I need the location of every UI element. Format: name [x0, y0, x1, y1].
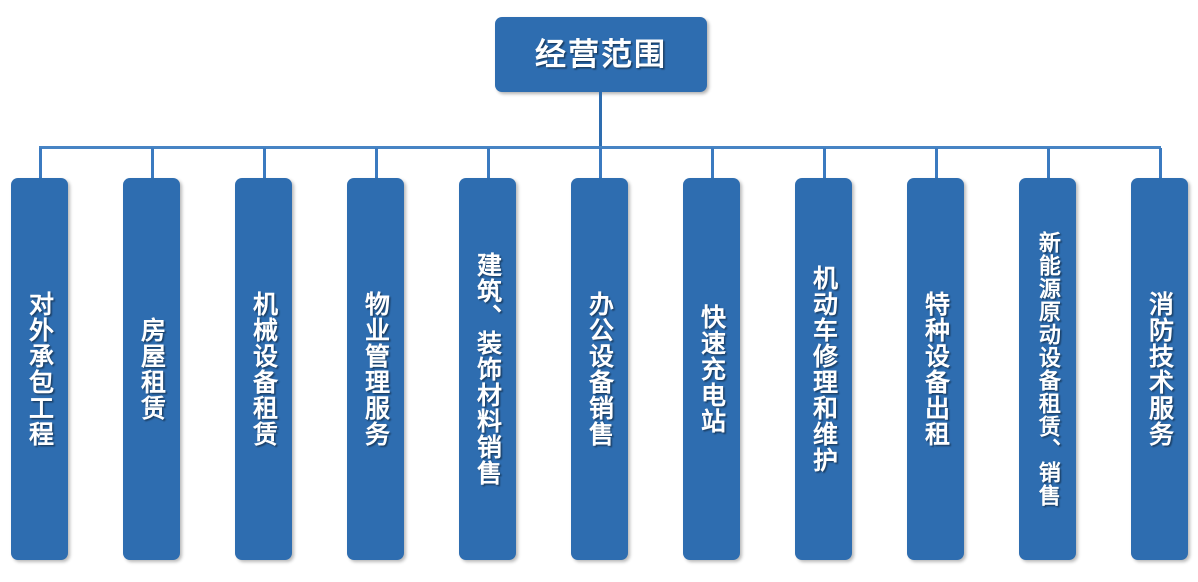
node-10-label: 新能源原动设备租赁、销售 [1035, 231, 1061, 507]
node-4-label: 物业管理服务 [361, 291, 390, 447]
node-8[interactable]: 机动车修理和维护 [795, 178, 852, 560]
node-3[interactable]: 机械设备租赁 [235, 178, 292, 560]
node-8-label: 机动车修理和维护 [809, 265, 838, 473]
connector-horizontal-bus [39, 146, 1161, 149]
connector-drop-9 [935, 148, 938, 180]
node-1-label: 对外承包工程 [25, 291, 54, 447]
node-9-label: 特种设备出租 [921, 291, 950, 447]
connector-root-stem [599, 92, 602, 152]
connector-drop-11 [1159, 148, 1162, 180]
node-10[interactable]: 新能源原动设备租赁、销售 [1019, 178, 1076, 560]
connector-drop-8 [823, 148, 826, 180]
connector-drop-5 [487, 148, 490, 180]
connector-drop-7 [711, 148, 714, 180]
node-11-label: 消防技术服务 [1145, 291, 1174, 447]
root-node-label: 经营范围 [535, 37, 667, 72]
connector-drop-10 [1047, 148, 1050, 180]
root-node[interactable]: 经营范围 [495, 17, 707, 92]
connector-drop-3 [263, 148, 266, 180]
node-2-label: 房屋租赁 [137, 317, 166, 421]
connector-drop-6 [599, 148, 602, 180]
connector-drop-1 [39, 148, 42, 180]
node-6[interactable]: 办公设备销售 [571, 178, 628, 560]
node-2[interactable]: 房屋租赁 [123, 178, 180, 560]
node-3-label: 机械设备租赁 [249, 291, 278, 447]
connector-drop-2 [151, 148, 154, 180]
connector-drop-4 [375, 148, 378, 180]
node-7[interactable]: 快速充电站 [683, 178, 740, 560]
node-6-label: 办公设备销售 [585, 291, 614, 447]
node-1[interactable]: 对外承包工程 [11, 178, 68, 560]
node-5-label: 建筑、装饰材料销售 [473, 252, 502, 486]
node-5[interactable]: 建筑、装饰材料销售 [459, 178, 516, 560]
node-11[interactable]: 消防技术服务 [1131, 178, 1188, 560]
node-4[interactable]: 物业管理服务 [347, 178, 404, 560]
node-7-label: 快速充电站 [697, 304, 726, 434]
node-9[interactable]: 特种设备出租 [907, 178, 964, 560]
